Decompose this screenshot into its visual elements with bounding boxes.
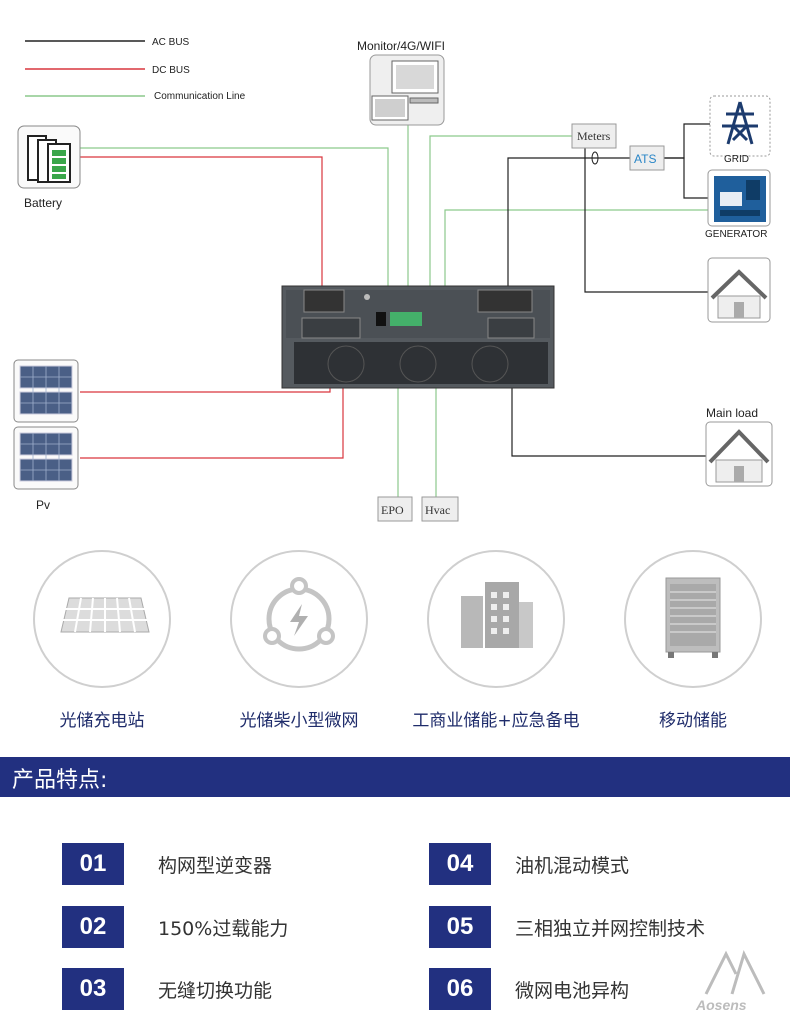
monitor-icon bbox=[371, 60, 439, 121]
legend-comm-label: Communication Line bbox=[154, 91, 246, 102]
fan-grille bbox=[327, 345, 509, 383]
buildings-icon bbox=[461, 582, 533, 648]
application-circle bbox=[230, 550, 368, 688]
battery-icon bbox=[27, 135, 71, 183]
epo-label: EPO bbox=[381, 503, 404, 517]
generator-icon bbox=[714, 176, 766, 222]
features-title: 产品特点: bbox=[12, 768, 108, 793]
monitor-label: Monitor/4G/WIFI bbox=[357, 39, 445, 53]
application-circle bbox=[33, 550, 171, 688]
application-circle bbox=[427, 550, 565, 688]
feature-number: 02 bbox=[62, 906, 124, 948]
feature-number: 01 bbox=[62, 843, 124, 885]
ac-lines bbox=[507, 123, 710, 457]
feature-number: 05 bbox=[429, 906, 491, 948]
application-label: 光储充电站 bbox=[59, 711, 145, 731]
feature-text: 油机混动模式 bbox=[515, 855, 630, 877]
legend: AC BUS DC BUS Communication Line bbox=[25, 37, 246, 102]
application-item: 光储充电站 bbox=[17, 550, 187, 731]
house-icon bbox=[710, 269, 768, 319]
generator-node: GENERATOR bbox=[705, 169, 771, 240]
feature-number: 03 bbox=[62, 968, 124, 1010]
ats-label: ATS bbox=[634, 152, 656, 166]
meters-label: Meters bbox=[577, 129, 611, 143]
load-node: Load bbox=[707, 255, 771, 323]
application-label: 工商业储能+应急备电 bbox=[412, 711, 580, 731]
inverter-unit bbox=[281, 285, 555, 389]
battery-label: Battery bbox=[24, 196, 62, 210]
ats-node: ATS bbox=[629, 145, 665, 171]
feature-text: 构网型逆变器 bbox=[158, 855, 273, 877]
legend-ac-label: AC BUS bbox=[152, 37, 190, 48]
transmission-tower-icon bbox=[722, 101, 758, 145]
solar-panel-icon bbox=[60, 597, 150, 633]
brand-name: Aosens bbox=[695, 997, 747, 1013]
pv-label: Pv bbox=[36, 498, 50, 512]
hvac-node: Hvac bbox=[421, 496, 459, 522]
feature-text: 150%过载能力 bbox=[158, 918, 289, 940]
energy-cycle-icon bbox=[263, 577, 335, 652]
application-item: 光储柴小型微网 bbox=[214, 550, 384, 731]
application-item: 移动储能 bbox=[608, 550, 778, 731]
application-label: 移动储能 bbox=[659, 711, 727, 731]
feature-text: 无缝切换功能 bbox=[158, 980, 273, 1002]
brand-logo: Aosens bbox=[695, 949, 766, 1013]
meters-node: Meters bbox=[571, 123, 617, 149]
feature-text: 三相独立并网控制技术 bbox=[515, 918, 706, 940]
features-header-band: 产品特点: bbox=[0, 757, 790, 797]
pv-node: Pv bbox=[13, 359, 79, 512]
main-load-node: Main load bbox=[705, 406, 773, 487]
system-diagram: AC BUS DC BUS Communication Line Monitor… bbox=[13, 37, 773, 522]
grid-node: GRID bbox=[709, 95, 771, 165]
cabinet-icon bbox=[665, 577, 721, 658]
legend-dc-label: DC BUS bbox=[152, 65, 190, 76]
house-icon bbox=[708, 429, 770, 483]
feature-text: 微网电池异构 bbox=[515, 980, 630, 1002]
application-circle bbox=[624, 550, 762, 688]
grid-label: GRID bbox=[724, 154, 749, 165]
feature-number: 04 bbox=[429, 843, 491, 885]
hvac-label: Hvac bbox=[425, 503, 450, 517]
generator-label: GENERATOR bbox=[705, 229, 767, 240]
main-load-label: Main load bbox=[706, 406, 758, 420]
epo-node: EPO bbox=[377, 496, 413, 522]
application-item: 工商业储能+应急备电 bbox=[411, 550, 581, 731]
monitor-node: Monitor/4G/WIFI bbox=[357, 39, 445, 126]
feature-number: 06 bbox=[429, 968, 491, 1010]
solar-panel-icon bbox=[19, 365, 73, 482]
comm-lines bbox=[80, 125, 708, 497]
battery-node: Battery bbox=[17, 125, 81, 210]
brand-mark-icon bbox=[704, 949, 766, 995]
application-label: 光储柴小型微网 bbox=[239, 711, 359, 731]
